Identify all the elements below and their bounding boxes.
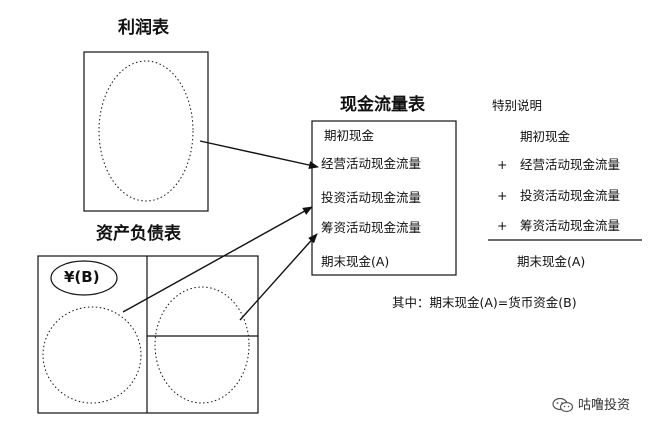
footnote: 其中：期末现金(A)=货币资金(B) xyxy=(392,295,577,310)
cash-flow-item-closing-cash: 期末现金(A) xyxy=(321,254,390,269)
liabilities-equity-ellipse xyxy=(154,286,250,404)
cash-flow-item-financing: 筹资活动现金流量 xyxy=(321,220,422,235)
balance-sheet-box xyxy=(37,255,259,414)
assets-ellipse xyxy=(42,306,142,404)
special-note-line-1: 经营活动现金流量 xyxy=(520,157,621,172)
special-note-line-0: 期初现金 xyxy=(520,129,571,144)
income-statement-title: 利润表 xyxy=(118,18,169,38)
arrow-balance-to-financing xyxy=(239,233,318,321)
income-statement-box xyxy=(83,51,209,212)
special-note-title: 特别说明 xyxy=(492,98,543,113)
arrow-income-to-operating xyxy=(199,140,319,169)
income-statement-ellipse xyxy=(98,60,194,202)
wechat-icon xyxy=(552,397,574,416)
watermark-text: 咕噜投资 xyxy=(578,398,631,413)
cash-flow-item-investing: 投资活动现金流量 xyxy=(321,190,422,205)
arrow-balance-to-investing xyxy=(122,206,313,313)
special-note-op-1: + xyxy=(497,157,508,172)
special-note-line-2: 投资活动现金流量 xyxy=(520,188,621,203)
cash-flow-item-operating: 经营活动现金流量 xyxy=(321,156,422,171)
balance-sheet-title: 资产负债表 xyxy=(96,224,181,244)
special-note-line-3: 筹资活动现金流量 xyxy=(520,218,621,233)
cash-badge-label: ¥(B) xyxy=(64,268,100,286)
special-note-op-2: + xyxy=(497,188,508,203)
cash-badge-ellipse xyxy=(50,260,118,296)
special-note-result: 期末现金(A) xyxy=(517,254,586,269)
cash-flow-statement-title: 现金流量表 xyxy=(340,95,425,115)
special-note-op-3: + xyxy=(497,218,508,233)
cash-flow-item-opening-cash: 期初现金 xyxy=(324,128,375,143)
cash-flow-statement-box xyxy=(311,120,457,276)
